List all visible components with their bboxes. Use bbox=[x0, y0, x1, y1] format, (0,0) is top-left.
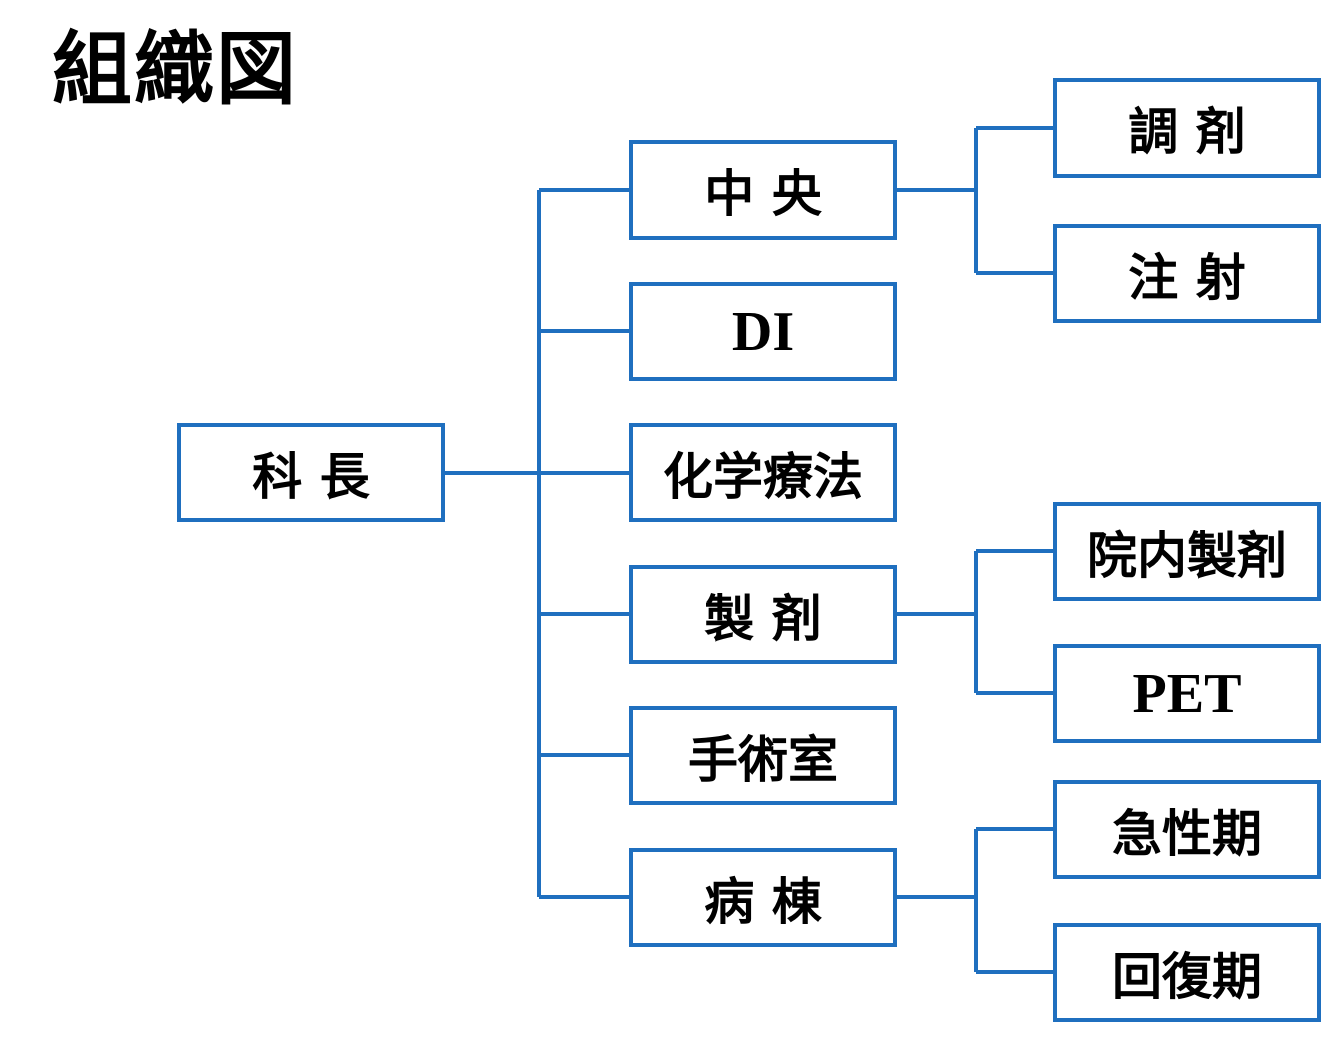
node-operating-room-label: 手術室 bbox=[688, 730, 838, 789]
node-injection-label: 注 射 bbox=[1128, 248, 1246, 307]
node-hospital-preparation: 院内製剤 bbox=[1053, 502, 1321, 601]
node-hospital-preparation-label: 院内製剤 bbox=[1087, 526, 1287, 585]
node-ward-label: 病 棟 bbox=[704, 872, 822, 931]
node-preparation-label: 製 剤 bbox=[704, 589, 822, 648]
node-pet-label: PET bbox=[1132, 662, 1242, 725]
node-dispensing: 調 剤 bbox=[1053, 78, 1321, 178]
node-chief-label: 科 長 bbox=[252, 447, 370, 506]
node-injection: 注 射 bbox=[1053, 224, 1321, 323]
node-recovery: 回復期 bbox=[1053, 923, 1321, 1022]
node-di: DI bbox=[629, 282, 897, 381]
node-ward: 病 棟 bbox=[629, 848, 897, 947]
node-preparation: 製 剤 bbox=[629, 565, 897, 664]
node-chief: 科 長 bbox=[177, 423, 445, 522]
node-chemotherapy-label: 化学療法 bbox=[663, 447, 863, 506]
node-central-label: 中 央 bbox=[704, 165, 822, 223]
node-pet: PET bbox=[1053, 644, 1321, 743]
node-di-label: DI bbox=[731, 300, 795, 363]
node-acute-care-label: 急性期 bbox=[1112, 804, 1262, 863]
node-operating-room: 手術室 bbox=[629, 706, 897, 805]
node-dispensing-label: 調 剤 bbox=[1128, 103, 1246, 161]
node-central: 中 央 bbox=[629, 140, 897, 240]
page-title: 組織図 bbox=[52, 23, 298, 116]
node-acute-care: 急性期 bbox=[1053, 780, 1321, 879]
node-recovery-label: 回復期 bbox=[1112, 947, 1262, 1006]
node-chemotherapy: 化学療法 bbox=[629, 423, 897, 522]
